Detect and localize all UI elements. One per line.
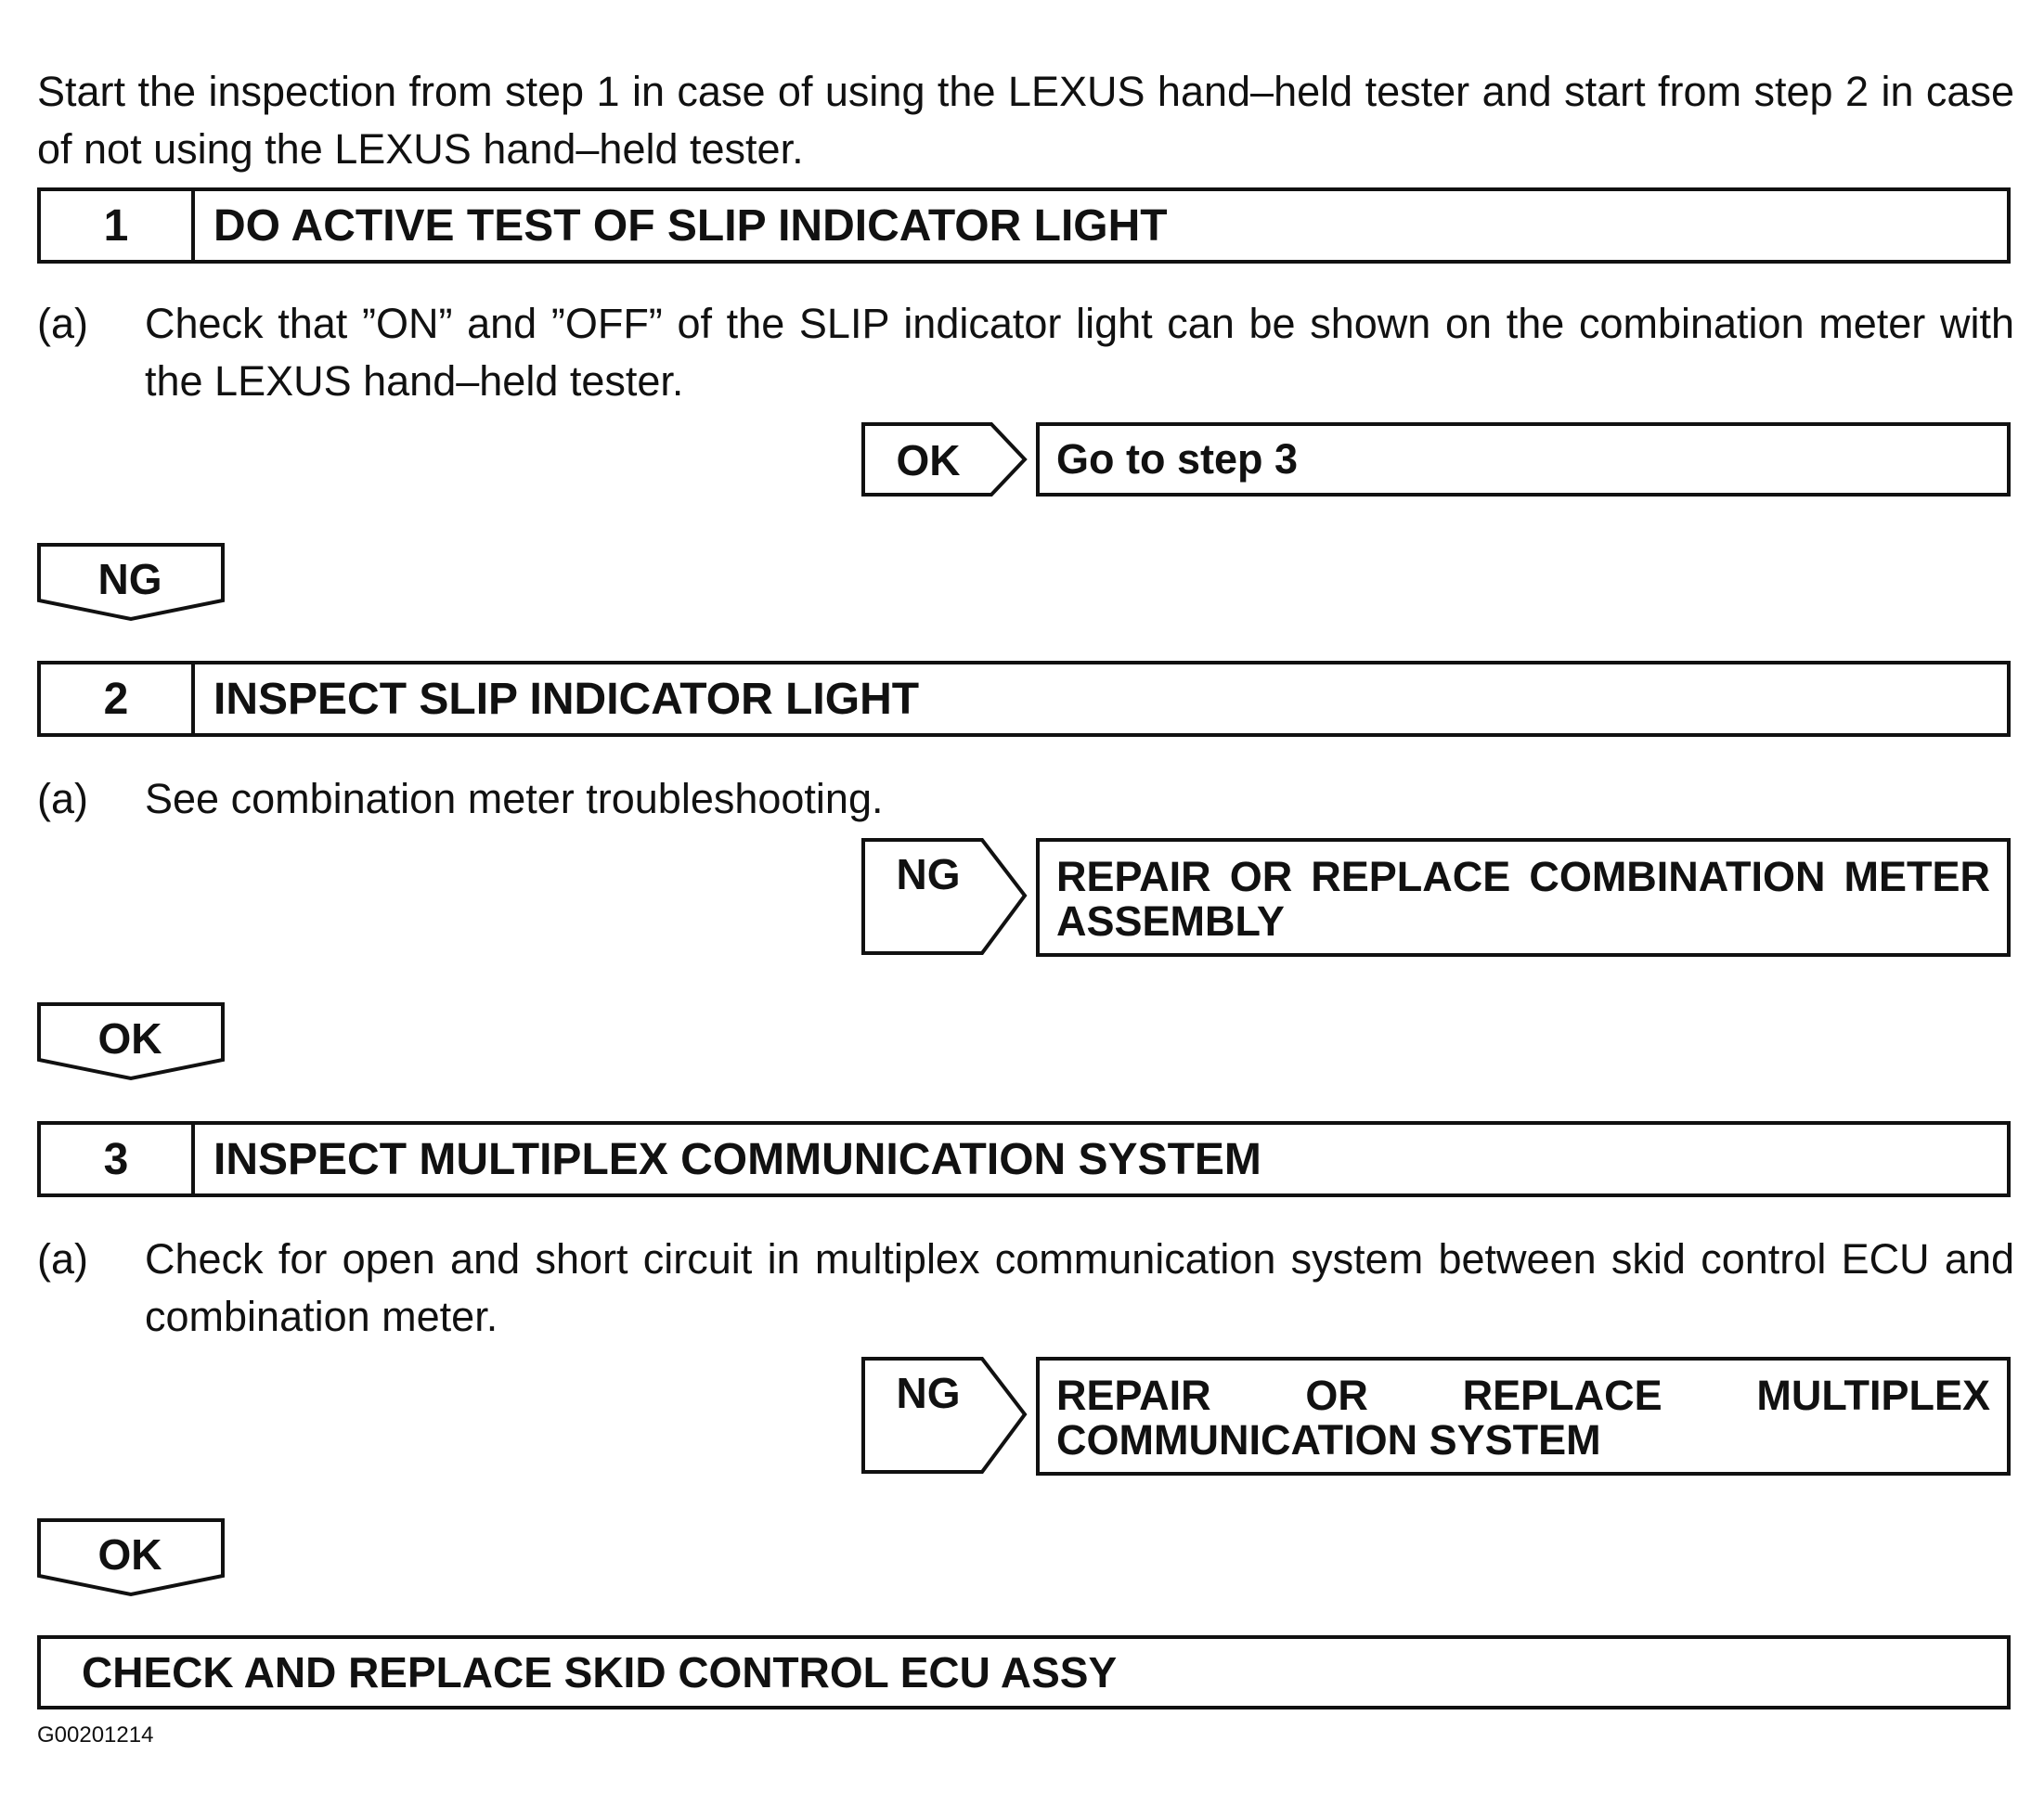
- step-1-number: 1: [41, 191, 195, 260]
- step-2-ok-arrow: OK: [37, 1002, 226, 1082]
- step-2-item-text: See combination meter troubleshooting.: [145, 775, 884, 822]
- final-action-box: CHECK AND REPLACE SKID CONTROL ECU ASSY: [37, 1635, 2011, 1709]
- figure-id: G00201214: [37, 1722, 154, 1748]
- step-1-item-letter: (a): [37, 300, 88, 347]
- down-arrow-shape: [37, 543, 225, 622]
- step-2-next-label: OK: [97, 1014, 162, 1063]
- step-3-branch-action-text: REPAIR OR REPLACE MULTIPLEX COMMUNICATIO…: [1056, 1372, 1990, 1464]
- step-1-branch-action-text: Go to step 3: [1056, 435, 1299, 483]
- intro-paragraph: Start the inspection from step 1 in case…: [37, 68, 2014, 173]
- step-3-title: INSPECT MULTIPLEX COMMUNICATION SYSTEM: [213, 1134, 1261, 1184]
- step-2-number: 2: [41, 664, 195, 733]
- step-1-header: 1 DO ACTIVE TEST OF SLIP INDICATOR LIGHT: [37, 187, 2011, 264]
- step-3-header: 3 INSPECT MULTIPLEX COMMUNICATION SYSTEM: [37, 1121, 2011, 1197]
- ok-arrow-shape: [861, 422, 1028, 497]
- step-2-item-a: (a) See combination meter troubleshootin…: [37, 770, 2014, 828]
- down-arrow-shape: [37, 1002, 225, 1081]
- step-1-item-text: Check that ”ON” and ”OFF” of the SLIP in…: [145, 300, 2014, 405]
- step-2-header: 2 INSPECT SLIP INDICATOR LIGHT: [37, 661, 2011, 737]
- ng-arrow-shape: [861, 1357, 1028, 1474]
- step-3-ok-arrow: OK: [37, 1518, 226, 1598]
- step-2-branch-label: NG: [896, 850, 961, 898]
- ng-arrow-shape: [861, 838, 1028, 955]
- step-3-branch-label: NG: [896, 1369, 961, 1417]
- step-2-branch-action-text: REPAIR OR REPLACE COMBINATION METER ASSE…: [1056, 853, 1990, 945]
- step-1-branch-label: OK: [896, 436, 961, 484]
- final-action-text: CHECK AND REPLACE SKID CONTROL ECU ASSY: [82, 1648, 1118, 1696]
- step-1-branch-action: Go to step 3: [1036, 422, 2011, 497]
- step-2-title: INSPECT SLIP INDICATOR LIGHT: [213, 674, 920, 724]
- step-2-item-letter: (a): [37, 775, 88, 822]
- step-1-ng-arrow: NG: [37, 543, 226, 623]
- down-arrow-shape: [37, 1518, 225, 1597]
- step-1-title: DO ACTIVE TEST OF SLIP INDICATOR LIGHT: [213, 200, 1168, 251]
- step-3-branch-action: REPAIR OR REPLACE MULTIPLEX COMMUNICATIO…: [1036, 1357, 2011, 1476]
- step-3-item-a: (a) Check for open and short circuit in …: [37, 1231, 2014, 1346]
- step-3-item-text: Check for open and short circuit in mult…: [145, 1235, 2014, 1340]
- step-2-branch-action: REPAIR OR REPLACE COMBINATION METER ASSE…: [1036, 838, 2011, 957]
- step-1-next-label: NG: [97, 555, 162, 603]
- step-1-item-a: (a) Check that ”ON” and ”OFF” of the SLI…: [37, 295, 2014, 410]
- step-3-number: 3: [41, 1125, 195, 1193]
- step-3-item-letter: (a): [37, 1235, 88, 1283]
- step-3-next-label: OK: [97, 1530, 162, 1579]
